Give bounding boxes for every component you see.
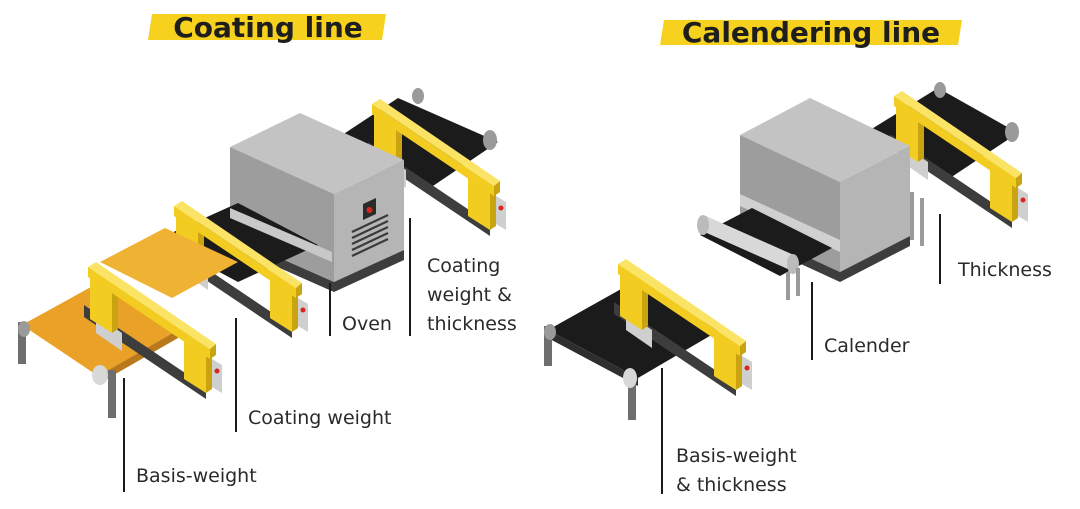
oven-vent-icon (351, 214, 389, 257)
label-coating-weight-thickness-line1: Coating (427, 255, 500, 277)
label-coating-weight-thickness-line3: thickness (427, 313, 517, 335)
label-coating-weight-thickness-line2: weight & (427, 284, 512, 306)
calendering-line-title: Calendering line (682, 16, 940, 49)
label-coating-weight: Coating weight (248, 407, 391, 429)
coating-line-diagram: Coating line (18, 11, 517, 492)
coating-title-highlight (148, 14, 386, 40)
calendering-title-highlight (660, 20, 962, 45)
calender (740, 98, 910, 282)
label-basis-weight: Basis-weight (136, 465, 257, 487)
label-basis-weight-thickness-line2: & thickness (676, 474, 787, 496)
label-thickness: Thickness (957, 259, 1052, 281)
label-basis-weight-thickness-line1: Basis-weight (676, 445, 797, 467)
coating-leader-lines (123, 218, 411, 492)
coating-line-title: Coating line (173, 11, 363, 44)
calendering-mid-conveyor (697, 208, 832, 300)
calendering-leader-lines (661, 214, 941, 494)
thermometer-icon (363, 198, 376, 220)
label-oven: Oven (342, 313, 392, 335)
calender-rollers (697, 215, 800, 300)
label-calender: Calender (824, 335, 910, 357)
calendering-line-diagram: Calendering line (544, 16, 1052, 496)
